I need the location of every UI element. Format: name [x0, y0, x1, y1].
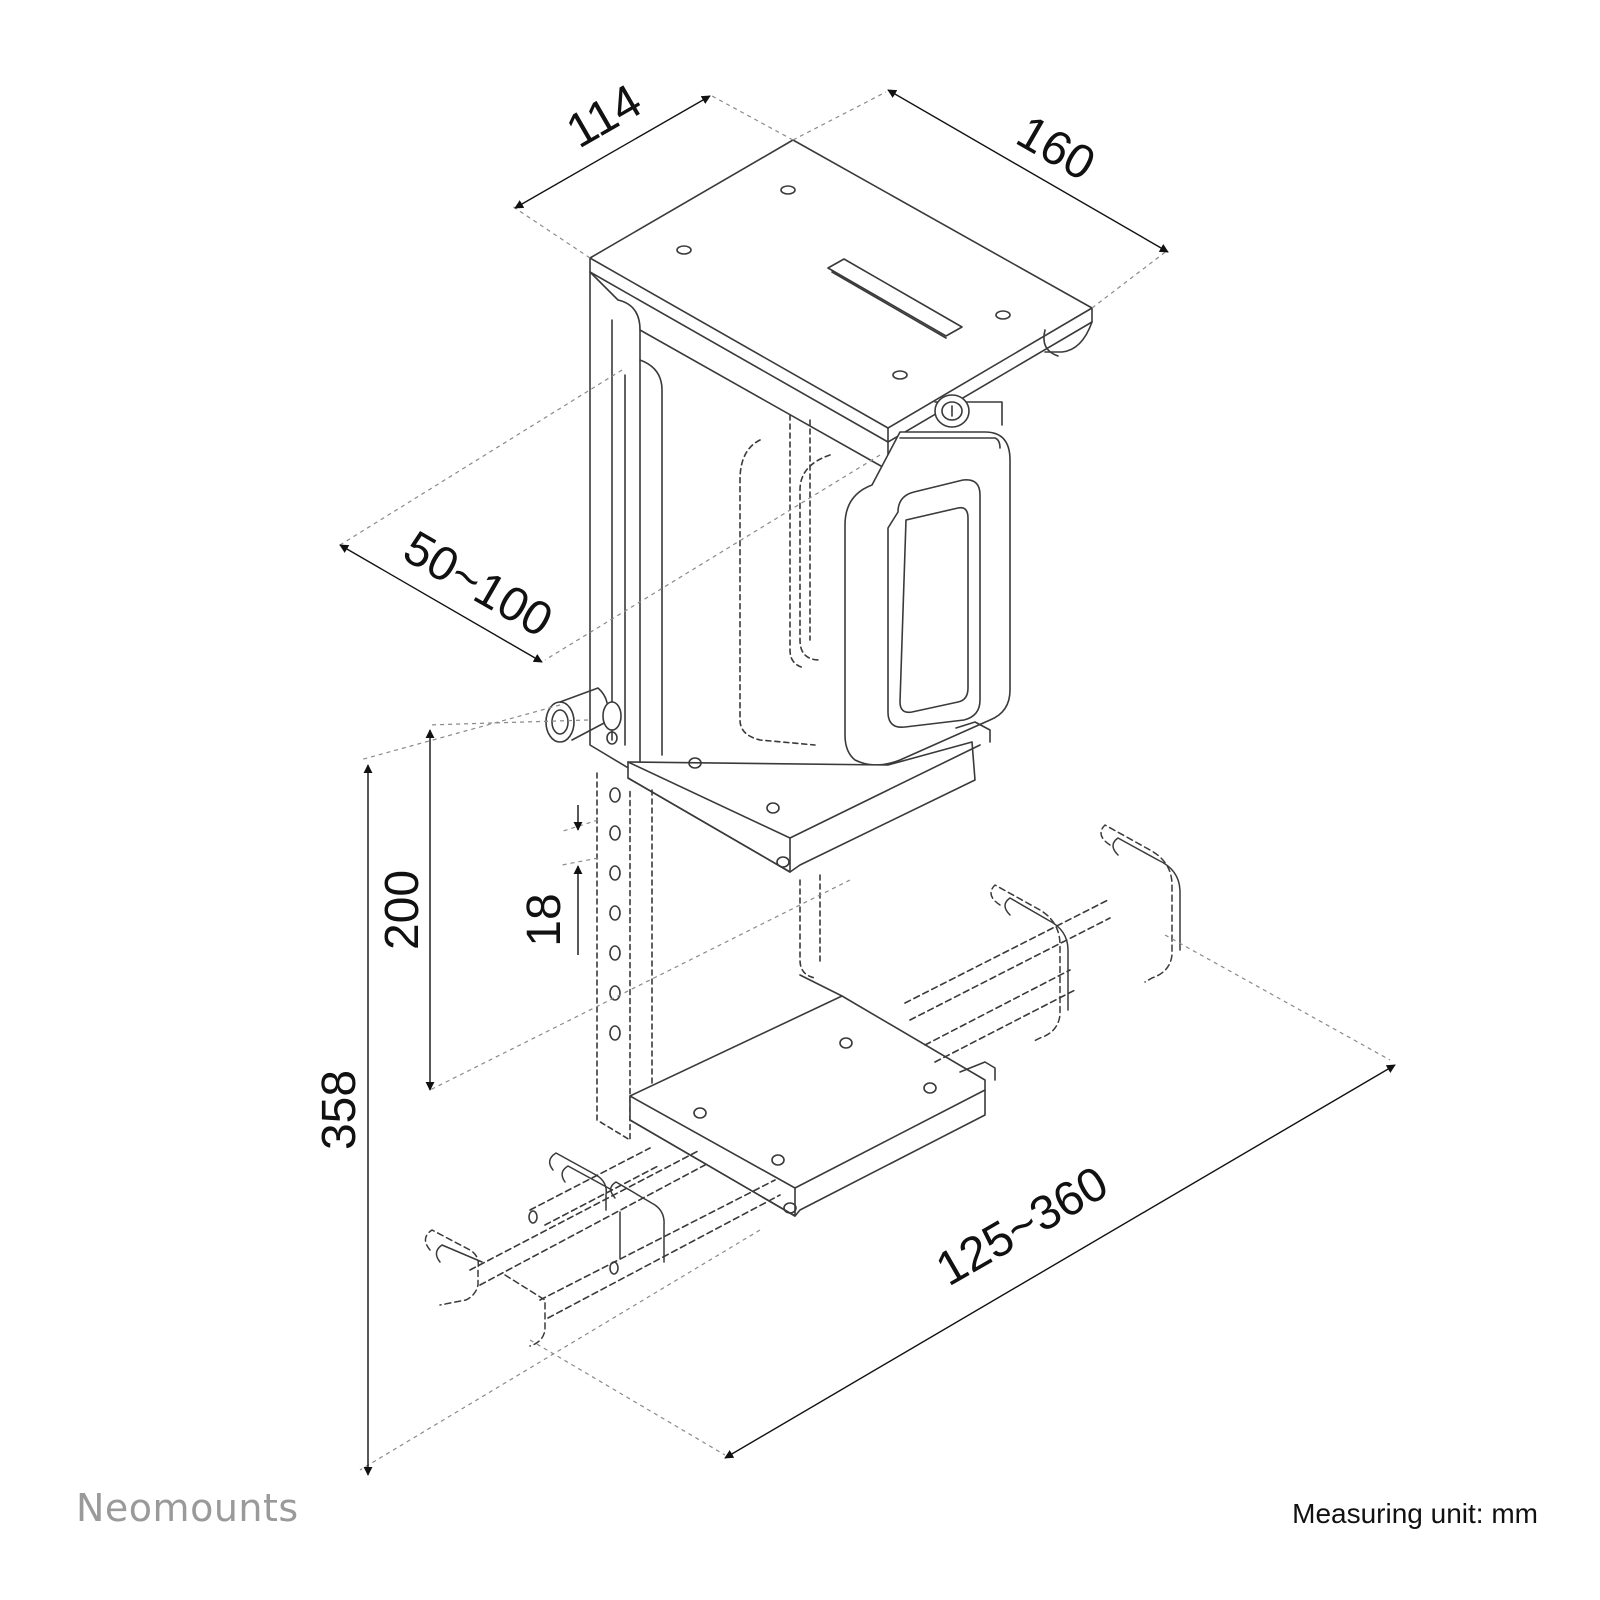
dim-label-125-360: 125~360 — [928, 1157, 1117, 1297]
dim-label-18: 18 — [518, 893, 571, 946]
dim-label-114: 114 — [558, 74, 651, 158]
right-clamp-frame — [844, 431, 1011, 766]
lower-left-bar — [596, 772, 631, 1141]
dim-arrow-50-100 — [339, 544, 543, 663]
dim-arrow-114 — [514, 95, 711, 209]
dim-label-200: 200 — [376, 870, 429, 950]
dim-arrow-160 — [887, 89, 1169, 253]
measuring-unit-note: Measuring unit: mm — [1292, 1498, 1538, 1529]
dim-label-160: 160 — [1008, 106, 1104, 192]
right-rails — [904, 899, 1111, 1063]
clamp-pad — [887, 478, 981, 729]
dim-arrow-125-360 — [724, 1064, 1396, 1459]
middle-shelf — [627, 741, 976, 873]
dim-label-50-100: 50~100 — [395, 521, 561, 648]
cpu-holder-drawing — [424, 139, 1181, 1347]
left-side-bracket — [589, 271, 641, 776]
right-u-rods — [990, 824, 1181, 1043]
top-plate — [589, 139, 1093, 429]
base-plate — [629, 995, 986, 1217]
brand-logo: Neomounts — [76, 1486, 299, 1530]
dim-label-358: 358 — [313, 1070, 366, 1150]
adjust-knob — [545, 687, 622, 745]
top-slot — [827, 258, 963, 337]
dimension-arrows — [339, 89, 1396, 1476]
